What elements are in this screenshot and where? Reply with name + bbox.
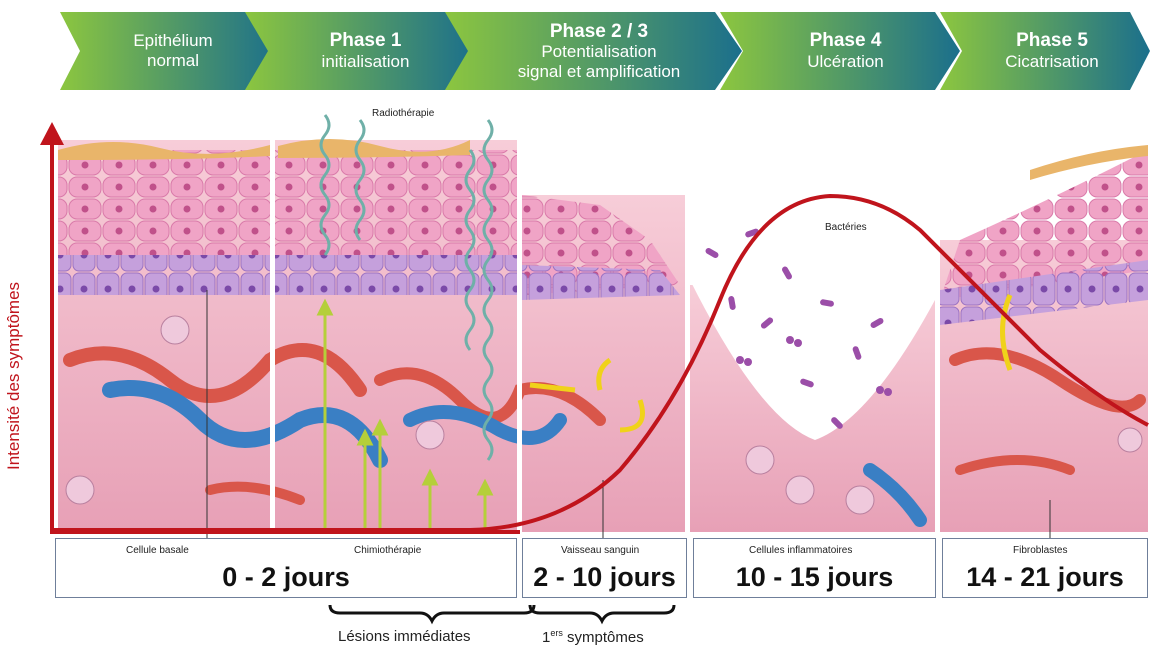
tissue-illustration: [58, 115, 1148, 540]
caption-blood-vessel: Vaisseau sanguin: [561, 545, 639, 556]
y-axis-label: Intensité des symptômes: [4, 282, 24, 470]
note-first-symptoms: 1ers symptômes: [542, 628, 644, 646]
note-immediate-lesions: Lésions immédiates: [338, 628, 471, 645]
y-axis-arrowhead: [40, 122, 64, 145]
cell-5: [786, 476, 814, 504]
basal-layer-3: [522, 265, 680, 300]
phase-label-phase1: Phase 1 initialisation: [268, 12, 463, 90]
days-2-10: 2 - 10 jours: [523, 562, 686, 593]
phase-label-phase5: Phase 5 Cicatrisation: [962, 12, 1142, 90]
basal-layer-2: [275, 255, 517, 295]
bracket-immediate: [330, 605, 534, 621]
timeline-box-0-2: Cellule basale Chimiothérapie 0 - 2 jour…: [55, 538, 517, 598]
timeline-box-14-21: Fibroblastes 14 - 21 jours: [942, 538, 1148, 598]
cell-4: [746, 446, 774, 474]
timeline-box-10-15: Cellules inflammatoires 10 - 15 jours: [693, 538, 936, 598]
epithelium-layer-2: [275, 150, 517, 255]
cell-6: [846, 486, 874, 514]
cell-3: [416, 421, 444, 449]
phase-label-phase4: Phase 4 Ulcération: [743, 12, 948, 90]
epithelium-layer-1: [58, 150, 270, 255]
days-10-15: 10 - 15 jours: [694, 562, 935, 593]
days-14-21: 14 - 21 jours: [943, 562, 1147, 593]
caption-fibroblasts: Fibroblastes: [1013, 545, 1067, 556]
phase-label-phase2-3: Phase 2 / 3 Potentialisation signal et a…: [468, 12, 730, 90]
caption-inflammatory-cells: Cellules inflammatoires: [749, 545, 852, 556]
days-0-2: 0 - 2 jours: [56, 562, 516, 593]
caption-chemotherapy: Chimiothérapie: [354, 545, 421, 556]
cell-7: [1118, 428, 1142, 452]
note-first-symptoms-sup: ers: [550, 628, 563, 638]
cell-1: [161, 316, 189, 344]
label-radiotherapy: Radiothérapie: [372, 108, 434, 119]
note-first-symptoms-suffix: symptômes: [563, 629, 644, 646]
basal-layer-1: [58, 255, 270, 295]
caption-basal-cell: Cellule basale: [126, 545, 189, 556]
bracket-first-symptoms: [530, 605, 674, 621]
cell-2: [66, 476, 94, 504]
phase-label-epithelium: Epithélium normal: [78, 12, 268, 90]
timeline-box-2-10: Vaisseau sanguin 2 - 10 jours: [522, 538, 687, 598]
label-bacteria: Bactéries: [825, 222, 867, 233]
